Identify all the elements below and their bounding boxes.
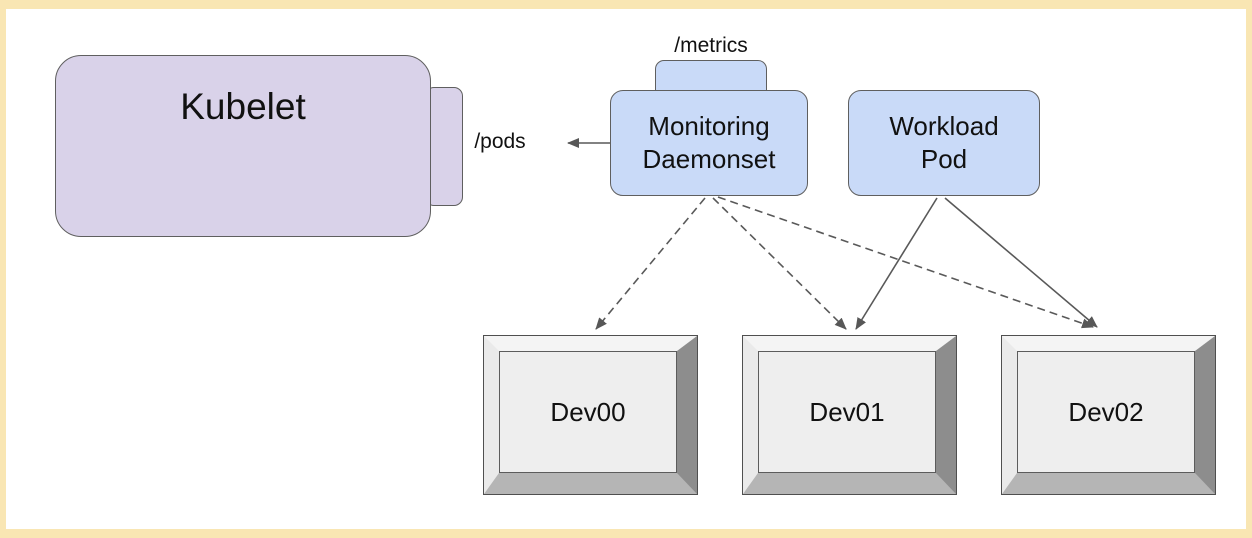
device-dev02: Dev02 bbox=[1001, 335, 1216, 495]
pods-endpoint-label: /pods bbox=[474, 130, 526, 153]
workload-pod-node: Workload Pod bbox=[848, 90, 1040, 196]
device-face: Dev00 bbox=[499, 351, 677, 473]
device-dev00: Dev00 bbox=[483, 335, 698, 495]
connector-arrows bbox=[567, 138, 1098, 330]
device-bevel: Dev02 bbox=[1002, 336, 1215, 494]
device-dev00-label: Dev00 bbox=[550, 396, 626, 427]
arrow-workload-to-dev01 bbox=[855, 197, 938, 330]
diagram-canvas: Kubelet /pods /metrics Monitoring Daemon… bbox=[6, 9, 1246, 529]
device-face: Dev01 bbox=[758, 351, 936, 473]
monitoring-daemonset-node: Monitoring Daemonset bbox=[610, 90, 808, 196]
device-dev01-label: Dev01 bbox=[809, 396, 885, 427]
kubelet-label: Kubelet bbox=[180, 86, 306, 127]
device-bevel: Dev00 bbox=[484, 336, 697, 494]
device-dev02-label: Dev02 bbox=[1068, 396, 1144, 427]
arrow-monitoring-to-dev02 bbox=[717, 196, 1094, 329]
kubelet-node: Kubelet bbox=[55, 55, 431, 237]
device-dev01: Dev01 bbox=[742, 335, 957, 495]
arrow-monitoring-to-dev01 bbox=[712, 197, 847, 330]
metrics-endpoint-label: /metrics bbox=[674, 34, 748, 57]
kubelet-pods-port bbox=[425, 87, 463, 206]
device-face: Dev02 bbox=[1017, 351, 1195, 473]
arrow-workload-to-dev02 bbox=[944, 197, 1098, 328]
device-bevel: Dev01 bbox=[743, 336, 956, 494]
arrow-monitoring-to-dev00 bbox=[595, 197, 706, 330]
